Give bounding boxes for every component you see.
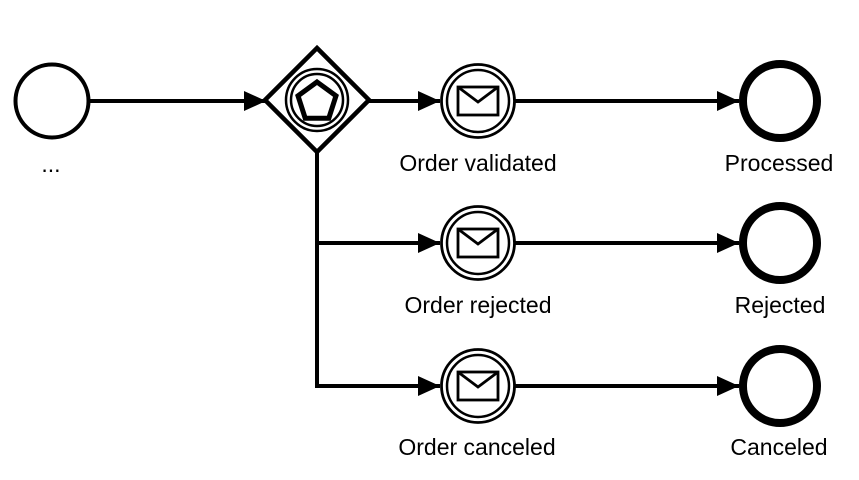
message-catch-event-order-rejected: Order rejected <box>404 205 552 318</box>
event-based-gateway <box>261 44 373 156</box>
end-event-label: Processed <box>725 150 834 176</box>
sequence-flow-gateway-to-canceled <box>315 152 440 396</box>
start-event-label: ... <box>41 151 60 177</box>
gateway-outer-circle <box>284 67 350 133</box>
event-inner-circle <box>445 353 511 419</box>
end-event-label: Rejected <box>735 292 826 318</box>
end-event-processed: Processed <box>725 60 834 176</box>
gateway-inner-circle <box>289 72 345 128</box>
event-label: Order rejected <box>404 292 551 318</box>
start-event-circle <box>13 62 91 140</box>
end-event-circle <box>739 345 821 427</box>
message-envelope-icon <box>456 227 500 259</box>
end-event-rejected: Rejected <box>735 202 826 318</box>
pentagon-icon <box>295 78 339 121</box>
message-envelope-icon <box>456 370 500 402</box>
event-label: Order canceled <box>398 434 555 460</box>
message-catch-event-order-canceled: Order canceled <box>398 348 556 460</box>
message-catch-event-order-validated: Order validated <box>399 63 557 176</box>
event-inner-circle <box>445 68 511 134</box>
end-event-circle <box>739 202 821 284</box>
event-inner-circle <box>445 210 511 276</box>
gateway-diamond <box>261 44 373 156</box>
start-event: ... <box>13 62 91 177</box>
end-event-label: Canceled <box>730 434 827 460</box>
end-event-circle <box>739 60 821 142</box>
event-label: Order validated <box>399 150 556 176</box>
end-event-canceled: Canceled <box>730 345 828 460</box>
message-envelope-icon <box>456 85 500 117</box>
